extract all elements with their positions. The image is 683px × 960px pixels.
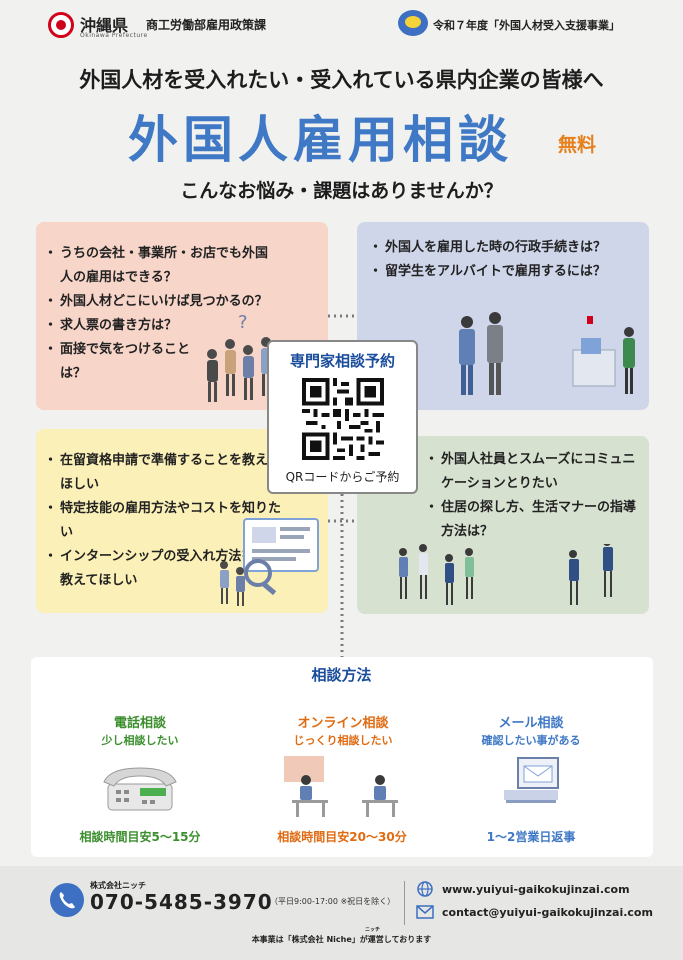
method-time-email: 1～2営業日返事 [486,830,576,844]
video-call-icon [282,752,406,818]
concern-item: 住居の探し方、生活マナーの指導方法は？ [425,496,637,544]
project-logo-icon [398,10,428,36]
concern-item: インターンシップの受入れ方法を教えてほしい [44,545,256,593]
footer-divider [404,881,405,925]
business-handshake-illustration-icon [459,312,635,395]
telephone-icon [103,767,177,811]
footer [0,866,683,960]
method-time-online: 相談時間目安20～30分 [277,830,407,844]
svg-text:?: ? [238,314,248,333]
concern-item: 留学生をアルバイトで雇用するには？ [369,260,641,284]
method-title-phone: 電話相談 [113,716,166,731]
department-name: 商工労働部雇用政策課 [146,18,267,32]
concern-item: 外国人を雇用した時の行政手続きは？ [369,236,641,260]
okinawa-prefecture-seal-icon [48,12,74,38]
company-name: 株式会社ニッチ [90,881,146,890]
qr-title: 専門家相談予約 [289,352,395,370]
operator-note: 本事業は「株式会社 Niche」が運営しております [251,935,432,944]
niche-ruby: ニッチ [365,927,381,933]
email-link[interactable]: contact@yuiyui-gaikokujinzai.com [442,906,653,919]
expert-consultation-qr-box[interactable]: 専門家相談予約 QRコードからご予約 [267,340,418,494]
business-hours: （平日9:00-17:00 ※祝日を除く） [270,897,396,906]
free-badge: 無料 [558,134,597,156]
team-communication-illustration-icon [399,544,613,605]
project-name: 令和７年度「外国人材受入支援事業」 [433,19,620,32]
laptop-mail-icon [504,757,559,803]
website-link[interactable]: www.yuiyui-gaikokujinzai.com [442,883,630,896]
concern-item: 面接で気をつけることは？ [44,338,196,386]
lead-text: 外国人材を受入れたい・受入れている県内企業の皆様へ [79,68,604,92]
method-sub-phone: 少し相談したい [101,734,179,747]
concern-item: 求人票の書き方は？ [44,314,316,338]
phone-number[interactable]: 070-5485-3970 [90,890,273,914]
method-title-online: オンライン相談 [297,716,389,731]
page-title: 外国人雇用相談 [128,111,513,169]
phone-icon [50,883,84,917]
prefecture-name: 沖縄県 [80,16,129,35]
methods-heading: 相談方法 [311,666,372,684]
method-sub-online: じっくり相談したい [293,734,393,747]
concern-question: こんなお悩み・課題はありませんか？ [180,180,503,202]
document-review-illustration-icon [220,518,319,606]
globe-icon [417,881,433,897]
qr-code-icon[interactable] [302,378,384,460]
method-sub-email: 確認したい事がある [481,734,581,747]
concern-item: うちの会社・事業所・お店でも外国人の雇用はできる？ [44,242,276,290]
method-time-phone: 相談時間目安5～15分 [79,830,201,844]
concern-item: 外国人社員とスムーズにコミュニケーションとりたい [425,448,637,496]
method-title-email: メール相談 [498,716,564,731]
qr-caption: QRコードからご予約 [285,470,400,484]
prefecture-name-en: Okinawa Prefecture [80,32,148,39]
concern-item: 特定技能の雇用方法やコストを知りたい [44,497,286,545]
mail-icon [416,905,434,919]
concern-item: 在留資格申請で準備することを教えてほしい [44,449,286,497]
concern-item: 外国人材どこにいけば見つかるの？ [44,290,316,314]
